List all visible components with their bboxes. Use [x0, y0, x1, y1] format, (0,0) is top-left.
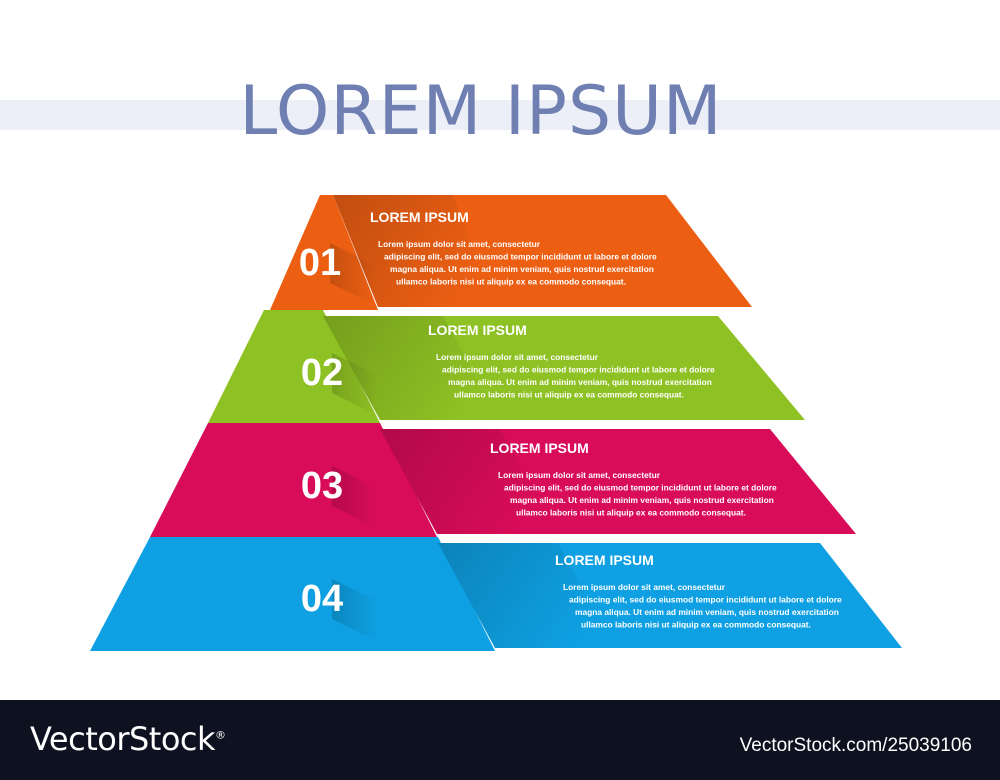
pyramid-layer-2: 02 LOREM IPSUM Lorem ipsum dolor sit amet,… — [208, 310, 805, 423]
layer-title: LOREM IPSUM — [370, 209, 469, 225]
layer-body-line: ullamco laboris nisi ut aliquip ex ea co… — [581, 620, 811, 630]
layer-body-line: adipiscing elit, sed do eiusmod tempor i… — [504, 483, 777, 493]
layer-title: LOREM IPSUM — [490, 440, 589, 456]
title-band — [0, 100, 1000, 130]
layer-body-line: magna aliqua. Ut enim ad minim veniam, q… — [390, 264, 654, 274]
layer-shade — [438, 543, 615, 648]
layer-number: 04 — [301, 578, 343, 620]
footer-bar: VectorStock® VectorStock.com/25039106 — [0, 700, 1000, 780]
footer-brand-mark: ® — [215, 728, 226, 742]
layer-body-line: ullamco laboris nisi ut aliquip ex ea co… — [454, 390, 684, 400]
pyramid-layer-4: 04 LOREM IPSUM Lorem ipsum dolor sit amet,… — [90, 537, 902, 651]
layer-left-face — [90, 537, 495, 651]
footer-image-url[interactable]: VectorStock.com/25039106 — [739, 735, 972, 756]
layer-title: LOREM IPSUM — [428, 322, 527, 338]
footer-brand-text: VectorStock — [30, 720, 216, 758]
pyramid-layer-1: 01 LOREM IPSUM Lorem ipsum dolor sit amet,… — [270, 195, 752, 310]
layer-body-line: ullamco laboris nisi ut aliquip ex ea co… — [516, 508, 746, 518]
layer-body-line: ullamco laboris nisi ut aliquip ex ea co… — [396, 277, 626, 287]
layer-body-line: adipiscing elit, sed do eiusmod tempor i… — [569, 595, 842, 605]
layer-body-line: magna aliqua. Ut enim ad minim veniam, q… — [510, 495, 774, 505]
layer-number-shadow — [332, 466, 377, 528]
layer-body-line: Lorem ipsum dolor sit amet, consectetur — [436, 352, 599, 362]
layer-body-line: Lorem ipsum dolor sit amet, consectetur — [563, 582, 726, 592]
layer-body-line: magna aliqua. Ut enim ad minim veniam, q… — [448, 377, 712, 387]
layer-number-shadow — [330, 243, 375, 305]
footer-brand-logo[interactable]: VectorStock® — [30, 720, 226, 758]
layer-body-line: Lorem ipsum dolor sit amet, consectetur — [498, 470, 661, 480]
layer-body-line: adipiscing elit, sed do eiusmod tempor i… — [442, 365, 715, 375]
layer-number: 01 — [299, 242, 341, 284]
layer-number-shadow — [332, 579, 377, 641]
layer-body-line: magna aliqua. Ut enim ad minim veniam, q… — [575, 607, 839, 617]
layer-number-shadow — [332, 353, 377, 415]
layer-body-line: adipiscing elit, sed do eiusmod tempor i… — [384, 252, 657, 262]
layer-shade — [380, 429, 557, 534]
layer-number: 03 — [301, 465, 343, 507]
page-title: LOREM IPSUM — [239, 72, 723, 151]
pyramid-layer-3: 03 LOREM IPSUM Lorem ipsum dolor sit amet,… — [150, 423, 856, 537]
layer-title: LOREM IPSUM — [555, 552, 654, 568]
layer-number: 02 — [301, 352, 343, 394]
layer-body-line: Lorem ipsum dolor sit amet, consectetur — [378, 239, 541, 249]
